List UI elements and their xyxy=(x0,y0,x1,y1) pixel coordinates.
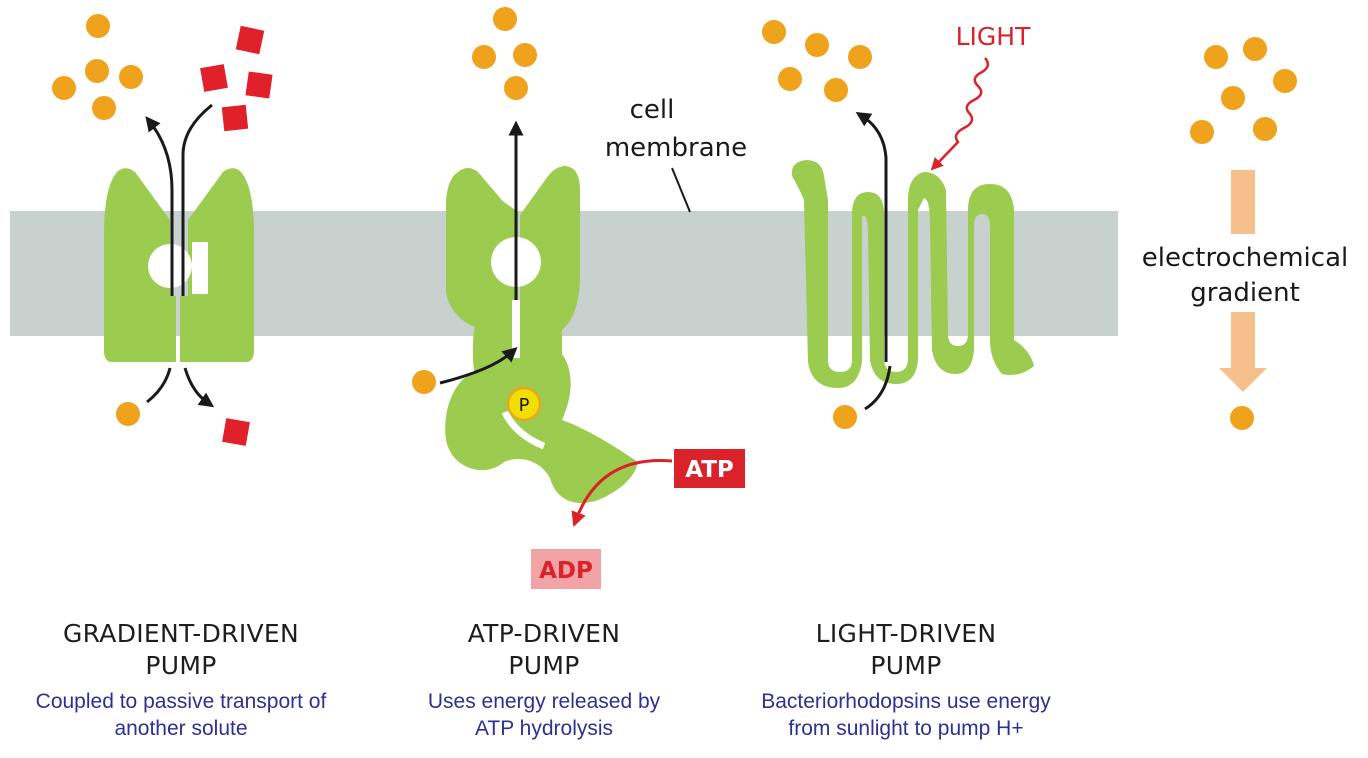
solute-ion xyxy=(1221,86,1245,110)
solute-ion xyxy=(493,7,517,31)
pump-title-line2: PUMP xyxy=(145,651,217,680)
proton xyxy=(778,67,802,91)
pump-description: Bacteriorhodopsins use energy from sunli… xyxy=(716,688,1096,742)
cosolute-molecule xyxy=(222,418,250,446)
adp-box xyxy=(531,549,601,589)
pump-title-line2: PUMP xyxy=(508,651,580,680)
proton xyxy=(848,45,872,69)
cosolute-path-line xyxy=(181,103,213,296)
hydrolysis-arrow xyxy=(571,458,673,528)
cosolute-molecule xyxy=(235,25,265,55)
gradient-label-line1: electrochemical xyxy=(1142,243,1349,273)
pump-description: Uses energy released by ATP hydrolysis xyxy=(384,688,704,742)
pump-desc-line1: Bacteriorhodopsins use energy xyxy=(761,690,1051,713)
light-label: LIGHT xyxy=(956,22,1031,51)
cell-membrane-leader xyxy=(671,167,691,213)
gradient-arrow-shaft-bottom xyxy=(1231,312,1255,368)
solute-entry-arrow xyxy=(146,367,172,404)
gradient-label-line2: gradient xyxy=(1190,278,1300,308)
pump-title-line1: LIGHT-DRIVEN xyxy=(815,619,997,648)
cosolute-exit-arrow xyxy=(183,367,215,408)
light-squiggle-arrow xyxy=(930,57,990,171)
solute-ion xyxy=(116,402,140,426)
pump-desc-line2: from sunlight to pump H+ xyxy=(788,717,1024,740)
caption-light-driven: LIGHT-DRIVEN PUMP Bacteriorhodopsins use… xyxy=(716,618,1096,742)
gradient-driven-pump xyxy=(52,14,273,446)
cosolute-molecule xyxy=(200,64,228,92)
adp-label: ADP xyxy=(539,558,593,584)
proton xyxy=(824,78,848,102)
solute-ion xyxy=(85,59,109,83)
solute-ion xyxy=(472,45,496,69)
atp-driven-pump: P ATP ADP xyxy=(412,7,745,589)
bacteriorhodopsin xyxy=(791,160,1034,388)
cosolute-molecule xyxy=(221,104,249,132)
solute-binding-arrow xyxy=(439,346,518,385)
cosolute-molecule xyxy=(245,71,273,99)
pump-desc-line1: Coupled to passive transport of xyxy=(35,690,327,713)
solute-ion xyxy=(1243,37,1267,61)
solute-ion xyxy=(1253,117,1277,141)
phosphate-label: P xyxy=(519,395,530,416)
binding-site xyxy=(148,244,192,288)
pump-desc-line2: ATP hydrolysis xyxy=(474,717,614,740)
proton-path-arrow xyxy=(855,111,888,362)
pump-title-line1: ATP-DRIVEN xyxy=(467,619,621,648)
solute-path-arrow xyxy=(145,116,174,296)
binding-pocket xyxy=(512,300,520,358)
cell-membrane-label-line2: membrane xyxy=(605,133,747,163)
electrochemical-gradient: electrochemical gradient xyxy=(1142,37,1349,430)
solute-ion xyxy=(86,14,110,38)
pump-desc-line2: another solute xyxy=(114,717,248,740)
atp-label: ATP xyxy=(685,457,734,483)
proton xyxy=(805,33,829,57)
solute-ion xyxy=(1230,406,1254,430)
proton xyxy=(833,405,857,429)
pump-protein xyxy=(445,166,638,504)
proton xyxy=(762,20,786,44)
proton-entry-arrow xyxy=(864,365,892,411)
caption-atp-driven: ATP-DRIVEN PUMP Uses energy released by … xyxy=(384,618,704,742)
solute-ion xyxy=(119,65,143,89)
pump-title-line1: GRADIENT-DRIVEN xyxy=(62,619,300,648)
gradient-arrow-head xyxy=(1219,368,1267,392)
solute-ion xyxy=(52,76,76,100)
phosphate-group xyxy=(506,386,542,422)
solute-ion xyxy=(1190,120,1214,144)
gradient-arrow-shaft-top xyxy=(1231,170,1255,234)
solute-ion xyxy=(504,76,528,100)
solute-ion xyxy=(1273,69,1297,93)
cell-membrane-label-line1: cell xyxy=(630,95,675,125)
atp-box xyxy=(674,449,745,488)
binding-site-notch xyxy=(192,242,208,294)
solute-ion xyxy=(92,96,116,120)
pump-description: Coupled to passive transport of another … xyxy=(0,688,362,742)
carrier-protein xyxy=(104,168,254,362)
pump-desc-line1: Uses energy released by xyxy=(427,690,661,713)
phosphate-gap xyxy=(501,410,546,450)
solute-ion xyxy=(513,43,537,67)
caption-gradient-driven: GRADIENT-DRIVEN PUMP Coupled to passive … xyxy=(0,618,362,742)
pump-protein-left xyxy=(446,168,512,334)
solute-ion xyxy=(412,370,436,394)
light-driven-pump: LIGHT xyxy=(762,20,1034,429)
pump-title-line2: PUMP xyxy=(870,651,942,680)
solute-ion xyxy=(1204,45,1228,69)
